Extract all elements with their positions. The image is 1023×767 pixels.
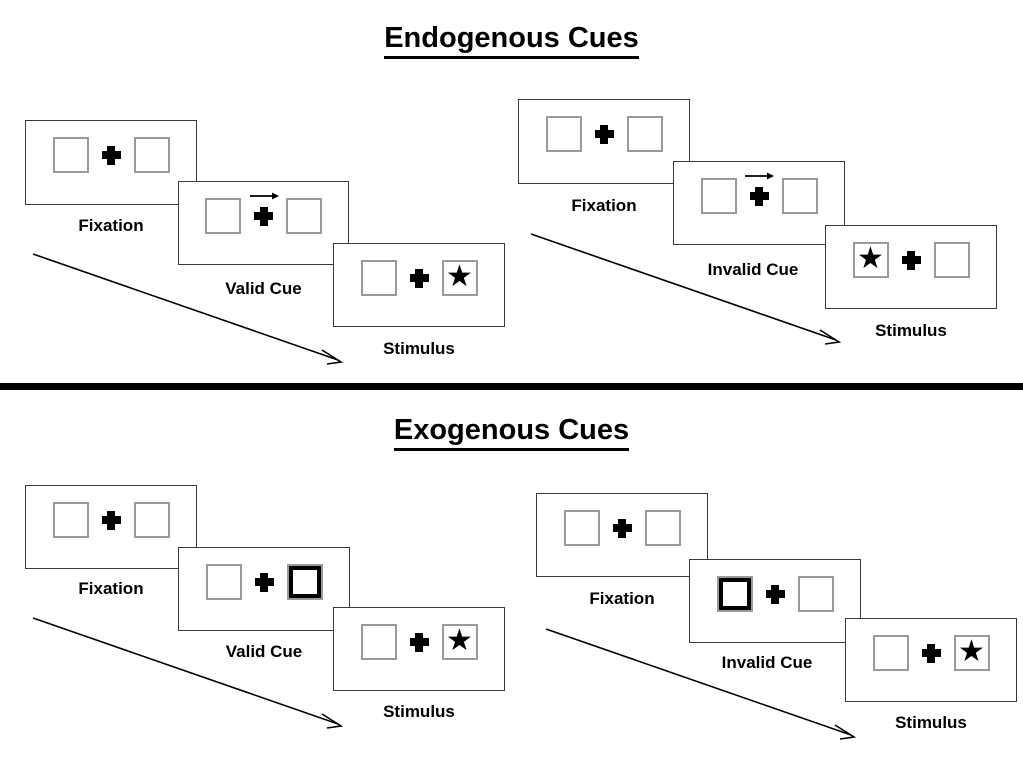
placeholder-box-left — [563, 510, 600, 546]
placeholder-box-left — [52, 502, 89, 538]
display-row — [700, 172, 818, 214]
cue-flash-box-right — [286, 564, 323, 600]
display-row — [205, 192, 322, 234]
target-box-right: ★ — [441, 260, 478, 296]
caption-endogenous-invalid-fixation: Fixation — [571, 196, 637, 215]
trial-panel-exogenous-invalid-cue — [689, 559, 861, 643]
placeholder-box-left — [872, 635, 909, 671]
display-row: ★ — [360, 260, 478, 296]
time-flow-arrow-endogenous-invalid — [528, 228, 848, 350]
trial-panel-exogenous-invalid-fixation — [536, 493, 708, 577]
placeholder-box-right — [644, 510, 681, 546]
star-icon: ★ — [958, 635, 985, 668]
fixation-cross-icon — [254, 572, 274, 592]
trial-panel-exogenous-valid-cue — [178, 547, 350, 631]
placeholder-box-right — [133, 137, 170, 173]
cue-flash-box-left — [716, 576, 753, 612]
fixation-cross-icon — [409, 268, 429, 288]
caption-exogenous-invalid-stimulus: Stimulus — [895, 713, 967, 732]
arrow-right-icon — [745, 170, 775, 182]
placeholder-box-right — [133, 502, 170, 538]
fixation-cross-icon — [409, 632, 429, 652]
caption-endogenous-valid-cue: Valid Cue — [225, 279, 302, 298]
section-divider — [0, 383, 1023, 390]
placeholder-box-right — [626, 116, 663, 152]
caption-exogenous-invalid-cue: Invalid Cue — [721, 653, 813, 672]
star-icon: ★ — [446, 260, 473, 293]
section-title-endogenous-text: Endogenous Cues — [384, 22, 639, 59]
placeholder-box-right — [933, 242, 970, 278]
trial-panel-endogenous-invalid-cue — [673, 161, 845, 245]
fixation-cross-icon — [745, 172, 774, 206]
display-row — [563, 510, 681, 546]
caption-exogenous-valid-cue: Valid Cue — [225, 642, 303, 661]
target-box-left: ★ — [852, 242, 889, 278]
trial-panel-exogenous-valid-stimulus: ★ — [333, 607, 505, 691]
display-row — [716, 576, 834, 612]
fixation-cross-icon — [249, 192, 279, 226]
placeholder-box-left — [360, 624, 397, 660]
fixation-cross-icon — [594, 124, 614, 144]
section-title-exogenous-text: Exogenous Cues — [393, 414, 630, 451]
placeholder-box-right — [781, 178, 818, 214]
trial-panel-exogenous-invalid-stimulus: ★ — [845, 618, 1017, 702]
caption-endogenous-invalid-stimulus: Stimulus — [875, 321, 947, 340]
arrow-right-icon — [249, 190, 280, 202]
trial-panel-endogenous-valid-stimulus: ★ — [333, 243, 505, 327]
display-row: ★ — [360, 624, 478, 660]
caption-endogenous-invalid-cue: Invalid Cue — [707, 260, 799, 279]
trial-panel-endogenous-valid-cue — [178, 181, 349, 265]
caption-exogenous-valid-stimulus: Stimulus — [383, 702, 455, 721]
placeholder-box-left — [205, 198, 241, 234]
section-title-endogenous: Endogenous Cues — [0, 22, 1023, 59]
trial-panel-endogenous-valid-fixation — [25, 120, 197, 205]
section-title-exogenous: Exogenous Cues — [0, 414, 1023, 451]
placeholder-box-right — [797, 576, 834, 612]
target-box-right: ★ — [441, 624, 478, 660]
display-row — [52, 502, 170, 538]
fixation-cross-icon — [101, 145, 121, 165]
fixation-cross-icon — [101, 510, 121, 530]
placeholder-box-left — [545, 116, 582, 152]
trial-panel-endogenous-invalid-stimulus: ★ — [825, 225, 997, 309]
caption-exogenous-invalid-fixation: Fixation — [589, 589, 655, 608]
trial-panel-exogenous-valid-fixation — [25, 485, 197, 569]
caption-exogenous-valid-fixation: Fixation — [78, 579, 144, 598]
placeholder-box-left — [360, 260, 397, 296]
target-box-right: ★ — [953, 635, 990, 671]
placeholder-box-left — [205, 564, 242, 600]
star-icon: ★ — [446, 624, 473, 657]
fixation-cross-icon — [612, 518, 632, 538]
display-row: ★ — [872, 635, 990, 671]
trial-panel-endogenous-invalid-fixation — [518, 99, 690, 184]
display-row — [205, 564, 323, 600]
placeholder-box-right — [286, 198, 322, 234]
star-icon: ★ — [857, 242, 884, 275]
caption-endogenous-valid-stimulus: Stimulus — [383, 339, 455, 358]
display-row — [52, 137, 170, 173]
display-row: ★ — [852, 242, 970, 278]
time-flow-arrow-endogenous-valid — [30, 248, 350, 370]
placeholder-box-left — [52, 137, 89, 173]
fixation-cross-icon — [921, 643, 941, 663]
fixation-cross-icon — [901, 250, 921, 270]
placeholder-box-left — [700, 178, 737, 214]
caption-endogenous-valid-fixation: Fixation — [78, 216, 144, 235]
fixation-cross-icon — [765, 584, 785, 604]
display-row — [545, 116, 663, 152]
